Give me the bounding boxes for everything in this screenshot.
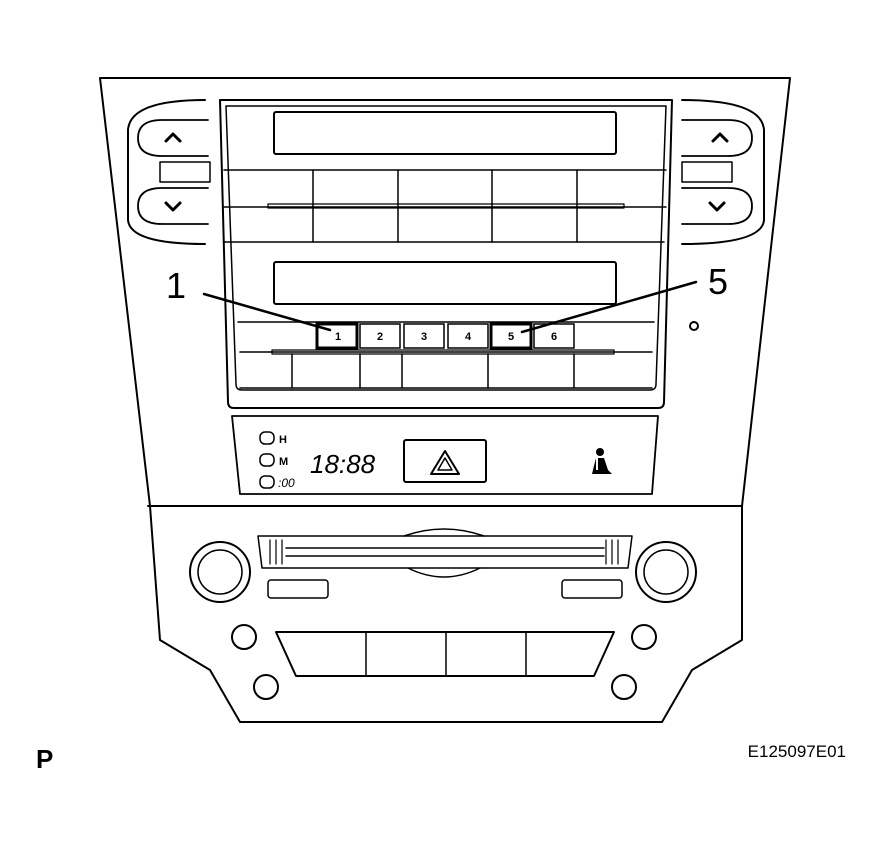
right-rocker-frame: [681, 99, 765, 245]
round-button-bottom-left[interactable]: [253, 674, 279, 700]
right-rocker-down[interactable]: [681, 187, 753, 225]
head-unit-frame: [219, 99, 673, 409]
right-rocker-mid: [681, 161, 733, 183]
preset-button-4[interactable]: [447, 323, 489, 349]
cd-slot-top-arc: [403, 528, 485, 537]
cd-slot: [285, 547, 605, 557]
right-knob-inner: [643, 549, 689, 595]
preset-label-2: 2: [377, 331, 383, 343]
left-knob-outer[interactable]: [189, 541, 251, 603]
upper-display: [273, 111, 617, 155]
outer-panel: [99, 77, 791, 723]
head-unit-inner: [225, 105, 667, 391]
callout-number-1: 1: [166, 265, 186, 306]
bottom-button-dividers: [365, 631, 527, 677]
clock-label-00: :00: [278, 476, 295, 490]
chevron-up-icon: [711, 132, 729, 143]
clock-label-m: M: [279, 456, 288, 468]
preset-button-2[interactable]: [359, 323, 401, 349]
button-row-1: [223, 169, 667, 243]
preset-label-6: 6: [551, 331, 557, 343]
figure-code: E125097E01: [748, 742, 846, 761]
preset-button-3[interactable]: [403, 323, 445, 349]
clock-h-button[interactable]: [259, 431, 275, 445]
preset-row-frame: [237, 321, 655, 389]
clock-00-button[interactable]: [259, 475, 275, 489]
clock-m-button[interactable]: [259, 453, 275, 467]
button-row-1-dividers: [312, 169, 578, 243]
left-rocker-mid: [159, 161, 211, 183]
left-rocker-frame: [127, 99, 206, 245]
cd-slot-left-marks: [269, 539, 283, 565]
lower-display: [273, 261, 617, 305]
preset-groove: [271, 349, 615, 355]
round-button-top-left[interactable]: [231, 624, 257, 650]
callout-leader-5: [520, 280, 698, 334]
right-rocker-up[interactable]: [681, 119, 753, 157]
round-button-top-right[interactable]: [631, 624, 657, 650]
preset-buttons: 1 2 3 4 5 6: [315, 322, 575, 350]
preset-button-1[interactable]: [315, 322, 359, 350]
left-knob-inner: [197, 549, 243, 595]
preset-button-5[interactable]: [489, 322, 533, 350]
hazard-triangle-icon: [430, 450, 460, 475]
right-knob-outer[interactable]: [635, 541, 697, 603]
preset-label-1: 1: [335, 331, 341, 343]
indicator-dot: [689, 321, 699, 331]
bottom-button-bar: [275, 631, 615, 677]
callout-leader-1: [202, 292, 332, 332]
hazard-button[interactable]: [403, 439, 487, 483]
chevron-up-icon: [164, 132, 182, 143]
preset-label-5: 5: [508, 331, 514, 343]
round-button-bottom-right[interactable]: [611, 674, 637, 700]
footer-letter: P: [36, 744, 53, 774]
preset-bottom-dividers: [291, 353, 575, 389]
chevron-down-icon: [708, 201, 726, 212]
preset-label-4: 4: [465, 331, 472, 343]
cd-eject-arc: [407, 567, 481, 578]
row-1-groove: [267, 203, 625, 209]
left-rocker-up[interactable]: [137, 119, 209, 157]
callout-number-5: 5: [708, 261, 728, 302]
clock-label-h: H: [279, 434, 287, 446]
cd-slot-frame: [257, 535, 633, 569]
left-rocker-down[interactable]: [137, 187, 209, 225]
clock-time: 18:88: [310, 449, 376, 479]
left-small-button[interactable]: [267, 579, 329, 599]
chevron-down-icon: [164, 201, 182, 212]
passenger-airbag-icon: [592, 448, 612, 474]
preset-label-3: 3: [421, 331, 427, 343]
cd-slot-right-marks: [605, 539, 619, 565]
clock-strip: [231, 415, 659, 495]
right-small-button[interactable]: [561, 579, 623, 599]
